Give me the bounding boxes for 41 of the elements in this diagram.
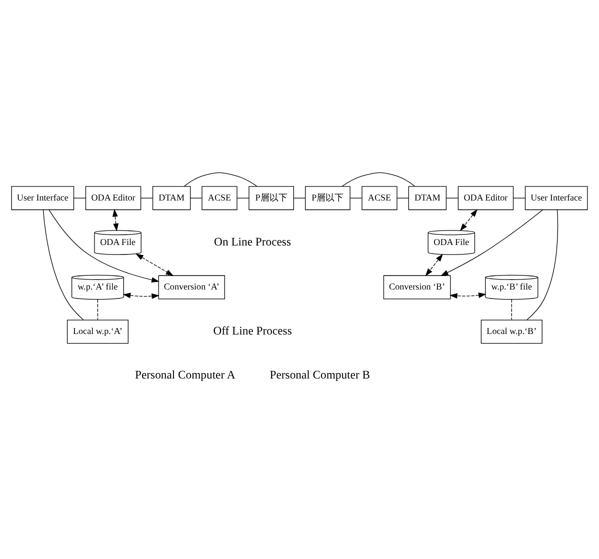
connector	[396, 197, 409, 198]
connector	[236, 197, 250, 198]
arrow	[122, 292, 160, 298]
connector	[184, 172, 258, 186]
node-box: Local w.p.‘B’	[480, 319, 542, 344]
connector	[140, 197, 153, 198]
arrow	[112, 208, 119, 231]
connector	[74, 197, 86, 198]
node-box: ACSE	[202, 186, 238, 210]
connector	[526, 209, 558, 320]
connector	[293, 197, 306, 198]
label: Personal Computer B	[270, 368, 370, 382]
node-box: ACSE	[362, 186, 398, 210]
connector	[190, 197, 202, 198]
connector	[97, 298, 98, 320]
node-box: DTAM	[408, 186, 447, 210]
connector	[342, 172, 416, 186]
node-box: User Interface	[524, 186, 588, 210]
connector	[42, 209, 84, 320]
node-box: ODA Editor	[458, 186, 514, 210]
node-box: ODA Editor	[85, 186, 142, 210]
label: On Line Process	[214, 234, 292, 248]
node-box: P層以下	[305, 186, 350, 210]
arrow	[48, 209, 160, 282]
connector	[513, 197, 526, 198]
arrow	[460, 208, 478, 231]
node-box: P層以下	[248, 186, 294, 210]
label: Off Line Process	[213, 324, 292, 338]
connector	[350, 197, 362, 198]
arrow	[136, 253, 174, 276]
node-box: Conversion ‘A’	[158, 274, 225, 299]
arrow	[425, 253, 443, 276]
arrow	[450, 292, 486, 298]
node-box: User Interface	[11, 186, 74, 210]
node-box: Conversion ‘B’	[383, 274, 451, 299]
node-box: DTAM	[152, 186, 191, 210]
connector	[446, 197, 458, 198]
node-box: Local w.p.‘A’	[66, 319, 128, 344]
arrow	[440, 209, 543, 276]
connector	[511, 298, 512, 320]
label: Personal Computer A	[135, 368, 236, 382]
